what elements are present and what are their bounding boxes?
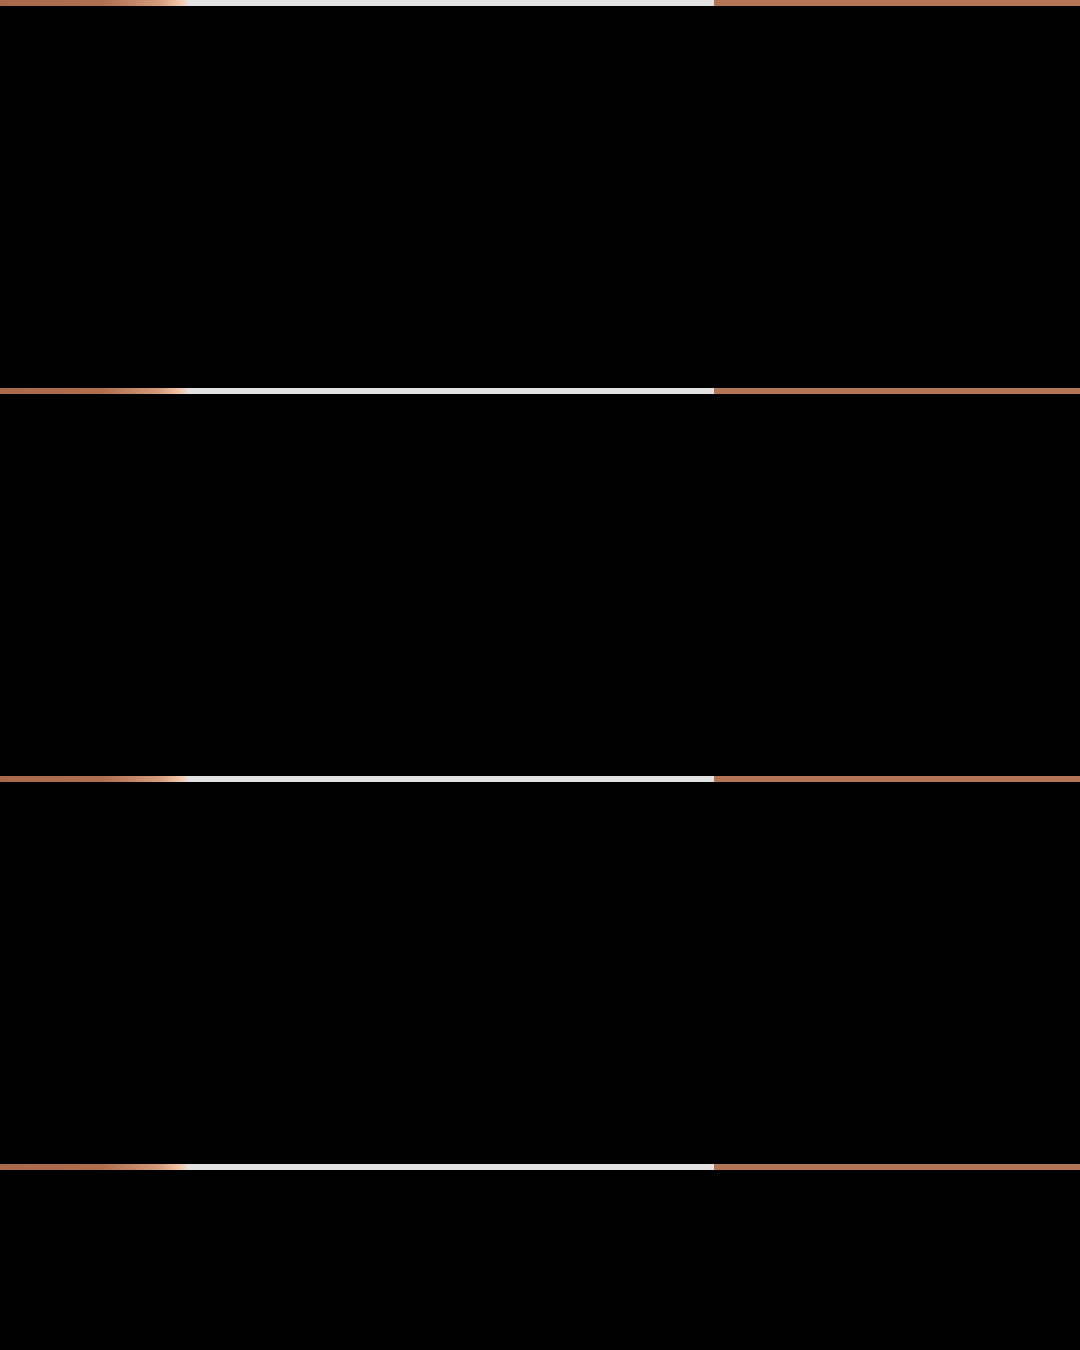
copper-segment — [714, 776, 1080, 782]
copper-segment — [714, 388, 1080, 394]
panel-3 — [0, 782, 1080, 1164]
divider-1 — [0, 0, 1080, 6]
silver-segment — [187, 388, 714, 394]
copper-segment — [714, 1164, 1080, 1170]
divider-2 — [0, 388, 1080, 394]
divider-4 — [0, 1164, 1080, 1170]
panel-2 — [0, 394, 1080, 776]
silver-segment — [187, 776, 714, 782]
divider-3 — [0, 776, 1080, 782]
panel-1 — [0, 6, 1080, 388]
copper-gradient-segment — [0, 0, 187, 6]
panel-4 — [0, 1170, 1080, 1350]
silver-segment — [187, 0, 714, 6]
copper-gradient-segment — [0, 1164, 187, 1170]
copper-gradient-segment — [0, 776, 187, 782]
silver-segment — [187, 1164, 714, 1170]
copper-segment — [714, 0, 1080, 6]
copper-gradient-segment — [0, 388, 187, 394]
